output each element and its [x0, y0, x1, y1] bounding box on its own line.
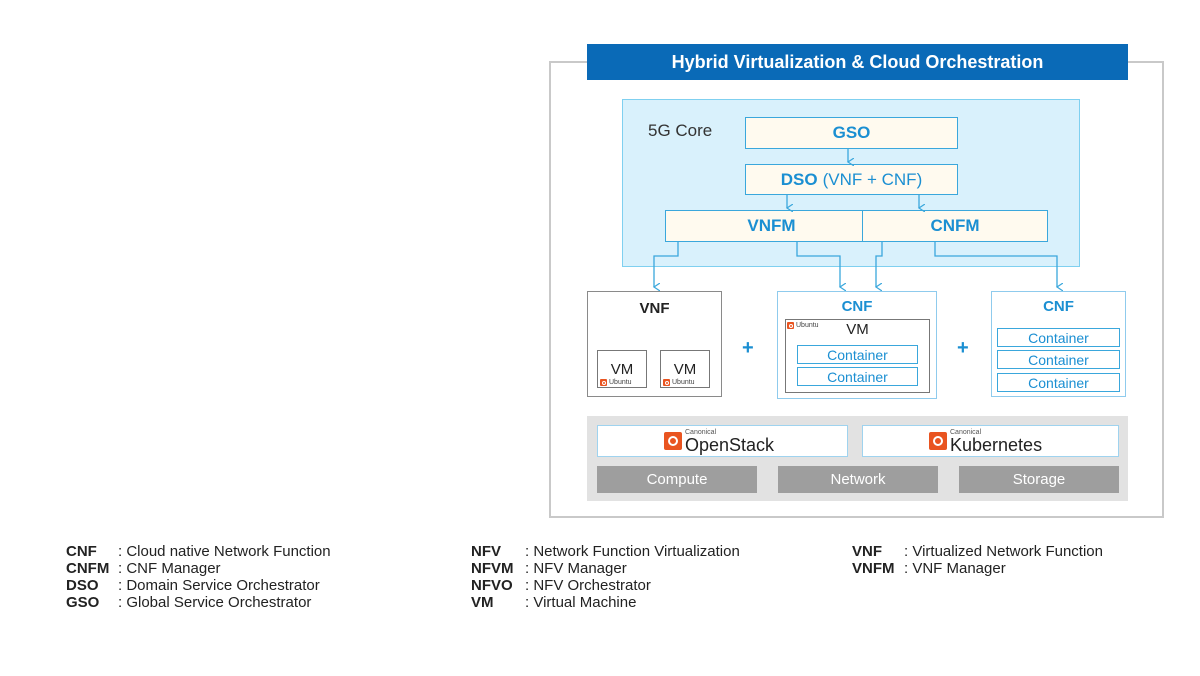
container-box: Container: [997, 328, 1120, 347]
diagram-title-banner: Hybrid Virtualization & Cloud Orchestrat…: [587, 44, 1128, 80]
arrow-vnfm-to-vnf: [654, 242, 679, 287]
ubuntu-badge: Ubuntu: [663, 379, 695, 386]
openstack-wordmark: Canonical OpenStack: [685, 429, 774, 454]
container-box: Container: [997, 373, 1120, 392]
canonical-label: Canonical: [950, 428, 982, 436]
compute-box: Compute: [597, 466, 757, 493]
5g-core-label: 5G Core: [648, 121, 713, 140]
dso-box: DSO (VNF + CNF): [745, 164, 958, 195]
glossary-entry: NFVO: NFV Orchestrator: [471, 577, 651, 594]
ubuntu-label: Ubuntu: [609, 379, 632, 386]
cnf-title: CNF: [1043, 298, 1074, 315]
vnf-vm-1: VM Ubuntu: [597, 350, 647, 388]
kubernetes-box: Canonical Kubernetes: [862, 425, 1119, 457]
vm-label: VM: [673, 361, 697, 378]
plus-sign: +: [957, 337, 969, 359]
ubuntu-icon: [929, 432, 947, 450]
glossary-column-2: NFV: Network Function Virtualization NFV…: [471, 543, 740, 611]
ubuntu-icon: [600, 379, 607, 386]
arrow-cnfm-to-cnf: [934, 242, 1057, 287]
ubuntu-label: Ubuntu: [796, 322, 819, 329]
canonical-label: Canonical: [685, 428, 717, 436]
cnfm-box: CNFM: [862, 210, 1048, 242]
container-box: Container: [997, 350, 1120, 369]
kubernetes-wordmark: Canonical Kubernetes: [950, 429, 1042, 454]
container-box: Container: [797, 345, 918, 364]
glossary-entry: VNFM: VNF Manager: [852, 560, 1006, 577]
network-box: Network: [778, 466, 938, 493]
ubuntu-icon: [663, 379, 670, 386]
arrow-vnfm-to-cnf-vm: [796, 242, 840, 287]
ubuntu-icon: [664, 432, 682, 450]
kubernetes-label: Kubernetes: [950, 434, 1043, 455]
glossary-entry: NFVM: NFV Manager: [471, 560, 627, 577]
glossary-entry: NFV: Network Function Virtualization: [471, 543, 740, 560]
glossary-entry: VM: Virtual Machine: [471, 594, 637, 611]
glossary-entry: CNF: Cloud native Network Function: [66, 543, 331, 560]
storage-box: Storage: [959, 466, 1119, 493]
ubuntu-badge: Ubuntu: [600, 379, 632, 386]
glossary-column-3: VNF: Virtualized Network Function VNFM: …: [852, 543, 1103, 577]
dso-label: DSO: [780, 169, 818, 189]
cnf-on-vm-title: CNF: [841, 298, 873, 315]
openstack-label: OpenStack: [685, 434, 775, 455]
vnf-title: VNF: [639, 300, 670, 317]
vm-label: VM: [610, 361, 634, 378]
vnfm-box: VNFM: [665, 210, 878, 242]
vnf-box: [587, 291, 722, 397]
openstack-box: Canonical OpenStack: [597, 425, 848, 457]
glossary-column-1: CNF: Cloud native Network Function CNFM:…: [66, 543, 331, 611]
plus-sign: +: [742, 337, 754, 359]
glossary-entry: CNFM: CNF Manager: [66, 560, 221, 577]
arrow-cnfm-to-cnf-vm: [876, 242, 883, 287]
cnf-vm-label: VM: [846, 321, 869, 338]
ubuntu-icon: [787, 322, 794, 329]
ubuntu-badge: Ubuntu: [787, 322, 819, 329]
glossary-entry: GSO: Global Service Orchestrator: [66, 594, 312, 611]
dso-scope-label: (VNF + CNF): [822, 169, 923, 189]
ubuntu-label: Ubuntu: [672, 379, 695, 386]
glossary-entry: VNF: Virtualized Network Function: [852, 543, 1103, 560]
vnf-vm-2: VM Ubuntu: [660, 350, 710, 388]
glossary-entry: DSO: Domain Service Orchestrator: [66, 577, 320, 594]
gso-box: GSO: [745, 117, 958, 149]
container-box: Container: [797, 367, 918, 386]
